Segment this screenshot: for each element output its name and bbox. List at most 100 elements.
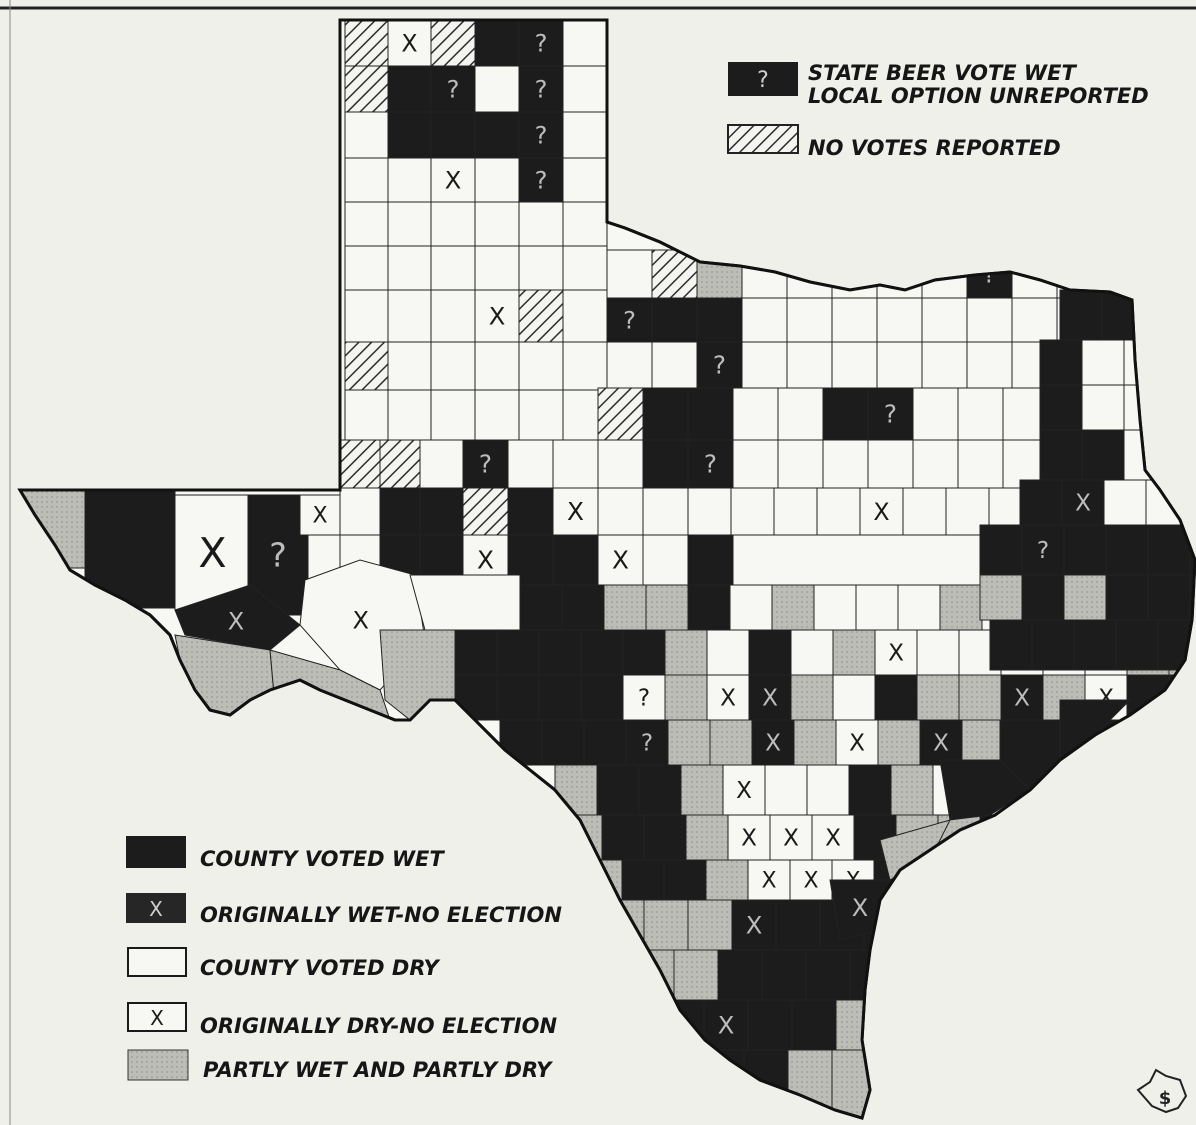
county (1061, 479, 1105, 526)
county (344, 245, 389, 291)
county (562, 65, 608, 113)
county (957, 387, 1004, 441)
county (1081, 429, 1125, 481)
svg-text:$: $ (1159, 1088, 1172, 1109)
county (580, 629, 624, 676)
county (643, 814, 687, 861)
county (789, 859, 833, 901)
county (1081, 339, 1125, 386)
county (1115, 619, 1159, 671)
county (454, 674, 498, 721)
county (1039, 429, 1083, 481)
county (831, 297, 878, 343)
swatch-wet-unreported (728, 62, 798, 96)
x-mark-icon: X (612, 546, 629, 575)
legend-label-wet: COUNTY VOTED WET (200, 847, 445, 871)
county (474, 341, 520, 391)
county (687, 534, 734, 586)
question-mark-icon: ? (757, 68, 769, 93)
county (939, 584, 983, 631)
county (344, 289, 389, 343)
county (877, 719, 921, 766)
county (642, 487, 689, 536)
x-mark-icon: X (477, 546, 494, 575)
county (747, 999, 793, 1051)
county (430, 157, 476, 203)
county (1105, 524, 1149, 576)
county (1073, 619, 1117, 671)
county (1105, 814, 1149, 861)
county (966, 297, 1013, 343)
county (879, 999, 925, 1051)
county (430, 289, 476, 343)
county (622, 629, 666, 676)
county (867, 439, 914, 489)
county (769, 814, 813, 861)
x-mark-icon: X (746, 911, 763, 939)
county (606, 297, 653, 343)
legend-label-orig-dry: ORIGINALLY DRY-NO ELECTION (200, 1014, 557, 1038)
county (552, 534, 599, 586)
county (687, 487, 732, 536)
county (419, 439, 464, 489)
county (791, 999, 837, 1051)
x-mark-icon: X (567, 497, 584, 526)
county (876, 341, 923, 389)
county (518, 389, 564, 441)
county (912, 387, 959, 441)
county (773, 487, 818, 536)
legend-top: ? STATE BEER VOTE WET LOCAL OPTION UNREP… (727, 61, 1149, 160)
county (687, 584, 731, 631)
county (685, 814, 729, 861)
county (583, 719, 627, 766)
county (507, 487, 554, 536)
county (1165, 384, 1195, 431)
county (597, 487, 644, 536)
county (387, 289, 432, 343)
x-mark-icon: X (762, 686, 778, 712)
x-mark-icon: X (761, 869, 776, 894)
county (764, 764, 808, 816)
question-mark-icon: ? (479, 450, 492, 479)
county (1123, 384, 1167, 431)
county (462, 487, 509, 536)
x-mark-icon: X (736, 778, 752, 804)
county (890, 764, 934, 816)
x-mark-icon: X (933, 731, 949, 757)
county (387, 157, 432, 203)
county (915, 859, 959, 901)
question-mark-icon: ? (638, 686, 650, 712)
x-mark-icon: X (401, 29, 417, 57)
county (831, 341, 878, 389)
county (805, 949, 851, 1001)
x-mark-icon: X (198, 529, 226, 577)
county (1105, 574, 1149, 621)
county (1142, 764, 1186, 816)
county (696, 297, 743, 343)
question-mark-icon: ? (269, 536, 287, 575)
county (916, 674, 960, 721)
county (379, 487, 421, 536)
county (699, 1049, 745, 1118)
question-mark-icon: ? (884, 400, 897, 429)
x-mark-icon: X (312, 504, 327, 529)
county (603, 584, 647, 631)
county (832, 629, 876, 676)
legend-item-no-votes: NO VOTES REPORTED (727, 124, 1061, 160)
county (921, 341, 968, 389)
x-mark-icon: X (1014, 686, 1030, 712)
county (706, 674, 750, 721)
county (1039, 384, 1083, 431)
county (387, 245, 432, 291)
county (835, 999, 881, 1051)
legend-label-partly: PARTLY WET AND PARTLY DRY (203, 1058, 553, 1082)
county (999, 859, 1043, 901)
county (474, 201, 520, 247)
county (474, 389, 520, 441)
county (387, 111, 432, 159)
county (790, 674, 834, 721)
question-mark-icon: ? (535, 121, 548, 149)
county (299, 494, 341, 536)
county (979, 574, 1023, 621)
county (664, 629, 708, 676)
